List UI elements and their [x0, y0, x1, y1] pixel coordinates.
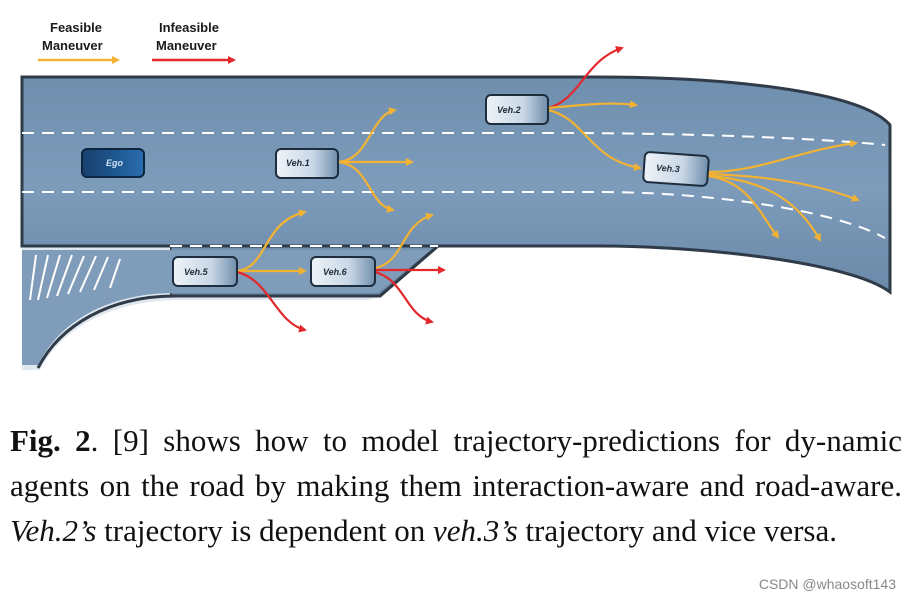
road-interaction-diagram: Feasible Maneuver Infeasible Maneuver — [20, 20, 892, 370]
vehicle-veh3-label: Veh.3 — [656, 163, 680, 175]
vehicle-veh5-label: Veh.5 — [184, 267, 209, 277]
vehicle-veh2-label: Veh.2 — [497, 105, 521, 115]
watermark: CSDN @whaosoft143 — [758, 576, 896, 592]
veh6-trajectories — [374, 212, 446, 325]
vehicle-veh5: Veh.5 — [172, 256, 238, 287]
vehicle-veh6: Veh.6 — [310, 256, 376, 287]
legend-feasible-label-1: Feasible — [50, 20, 102, 35]
vehicle-veh1-label: Veh.1 — [286, 158, 310, 168]
vehicle-veh6-label: Veh.6 — [323, 267, 348, 277]
caption-fig-label: Fig. 2 — [10, 423, 91, 458]
road — [20, 75, 892, 370]
vehicle-ego: Ego — [81, 148, 145, 178]
ramp-hatch-marks — [29, 254, 121, 301]
caption-veh3-italic: veh.3’s — [433, 513, 518, 548]
caption-veh2-italic: Veh.2’s — [10, 513, 97, 548]
lane-divider-2 — [22, 191, 886, 239]
veh3-trajectories — [707, 139, 860, 242]
vehicle-veh2: Veh.2 — [485, 94, 549, 125]
legend-infeasible-label-1: Infeasible — [159, 20, 219, 35]
legend-infeasible-label-2: Maneuver — [156, 38, 217, 53]
vehicle-veh1: Veh.1 — [275, 148, 339, 179]
caption-text-1: . [9] shows how to model trajectory-pred… — [10, 423, 902, 503]
veh2-trajectories — [547, 46, 642, 171]
figure-caption: Fig. 2. [9] shows how to model trajector… — [10, 418, 902, 553]
vehicles: Ego Veh.1 Veh.2 Veh.3 Veh.5 Veh.6 — [81, 94, 710, 287]
trajectories — [236, 46, 860, 333]
vehicle-ego-label: Ego — [106, 158, 124, 168]
caption-text-3: trajectory and vice versa. — [517, 513, 837, 548]
veh1-trajectories — [337, 107, 414, 213]
legend-feasible-label-2: Maneuver — [42, 38, 103, 53]
vehicle-veh3: Veh.3 — [642, 151, 710, 187]
caption-text-2: trajectory is dependent on — [96, 513, 433, 548]
legend: Feasible Maneuver Infeasible Maneuver — [38, 20, 236, 64]
veh5-trajectories — [236, 209, 307, 333]
